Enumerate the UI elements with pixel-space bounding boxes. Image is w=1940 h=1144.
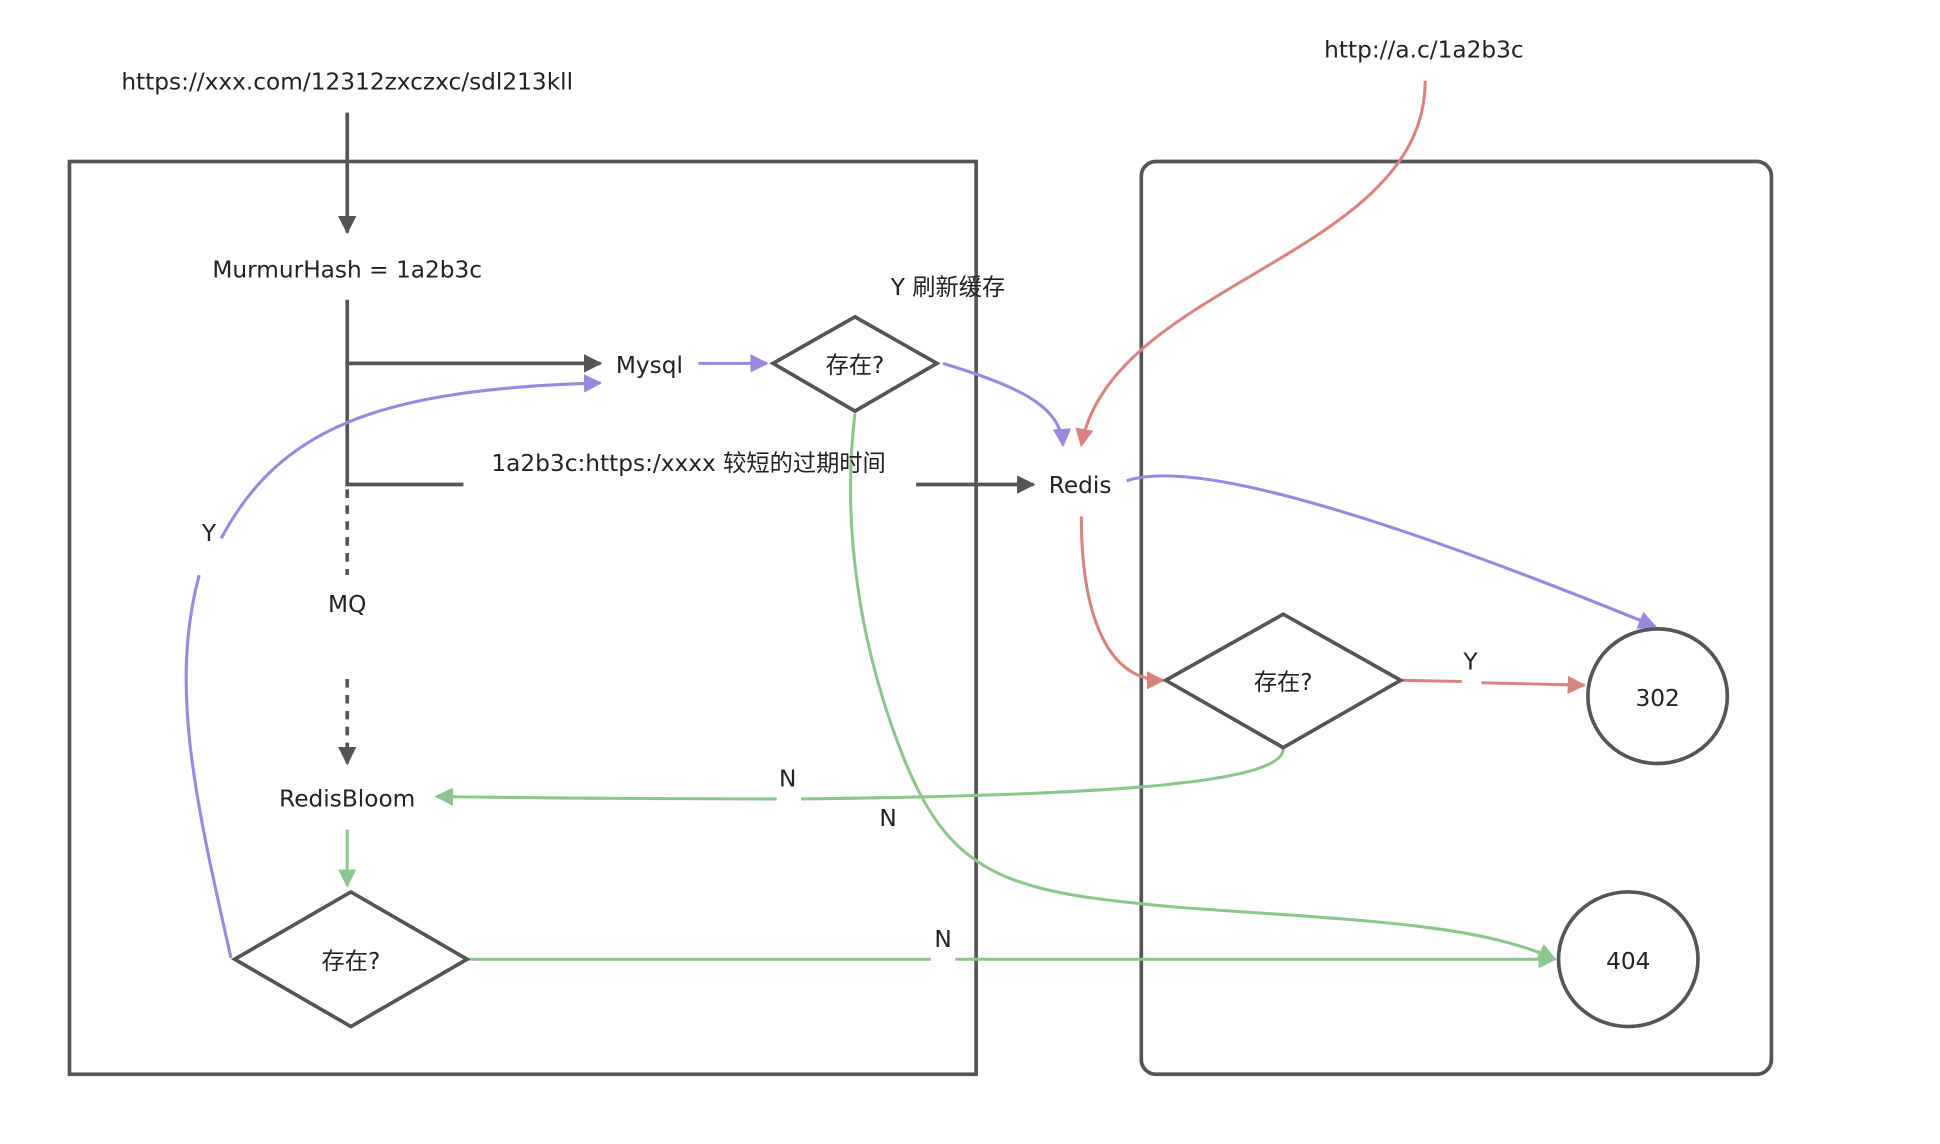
- exists-redis-label: 存在?: [1254, 669, 1313, 696]
- exists-mysql-diamond: [769, 314, 941, 414]
- read-service-container: [1139, 159, 1774, 1077]
- edge-redis-no-b: [434, 787, 777, 806]
- cache-write-label: 1a2b3c:https:/xxxx 较短的过期时间: [491, 450, 885, 477]
- redis-no-label: N: [779, 766, 796, 793]
- mysql-no-label: N: [879, 805, 896, 832]
- edge-redis-to-exists: [1079, 516, 1166, 690]
- refresh-cache-label: Y 刷新缓存: [890, 274, 1006, 301]
- write-service-container: [67, 159, 978, 1077]
- status-404-node: [1556, 890, 1700, 1029]
- edge-redis-no-a: [801, 748, 1285, 801]
- edge-redis-to-302: [1126, 474, 1657, 629]
- edge-hash-trunk: [345, 299, 464, 487]
- bloom-yes-label: Y: [201, 520, 217, 547]
- status-404-label: 404: [1606, 948, 1650, 975]
- exists-bloom-label: 存在?: [321, 948, 380, 975]
- long-url-label: https://xxx.com/12312zxczxc/sdl213kll: [121, 68, 573, 95]
- edge-exists-to-redis: [942, 361, 1072, 448]
- edge-exists-yes-b: [1481, 675, 1587, 694]
- redis-label: Redis: [1049, 472, 1112, 499]
- status-302-label: 302: [1635, 685, 1679, 712]
- mq-label: MQ: [328, 591, 366, 618]
- hash-label: MurmurHash = 1a2b3c: [212, 257, 482, 284]
- redisbloom-label: RedisBloom: [279, 785, 415, 812]
- status-302-node: [1586, 627, 1730, 766]
- exists-redis-diamond: [1162, 612, 1405, 750]
- edge-exists-yes-a: [1400, 678, 1462, 684]
- edge-bloom-yes-lower: [184, 574, 233, 959]
- exists-mysql-label: 存在?: [826, 352, 885, 379]
- edge-shorturl-to-redis: [1075, 80, 1427, 448]
- exists-bloom-diamond: [230, 889, 471, 1029]
- short-url-label: http://a.c/1a2b3c: [1324, 37, 1524, 64]
- mysql-label: Mysql: [616, 352, 683, 379]
- redis-yes-label: Y: [1462, 648, 1478, 675]
- bloom-no-label: N: [934, 926, 951, 953]
- edge-mysql-no-to-404: [849, 413, 1557, 961]
- edge-bloom-yes-upper: [219, 374, 603, 540]
